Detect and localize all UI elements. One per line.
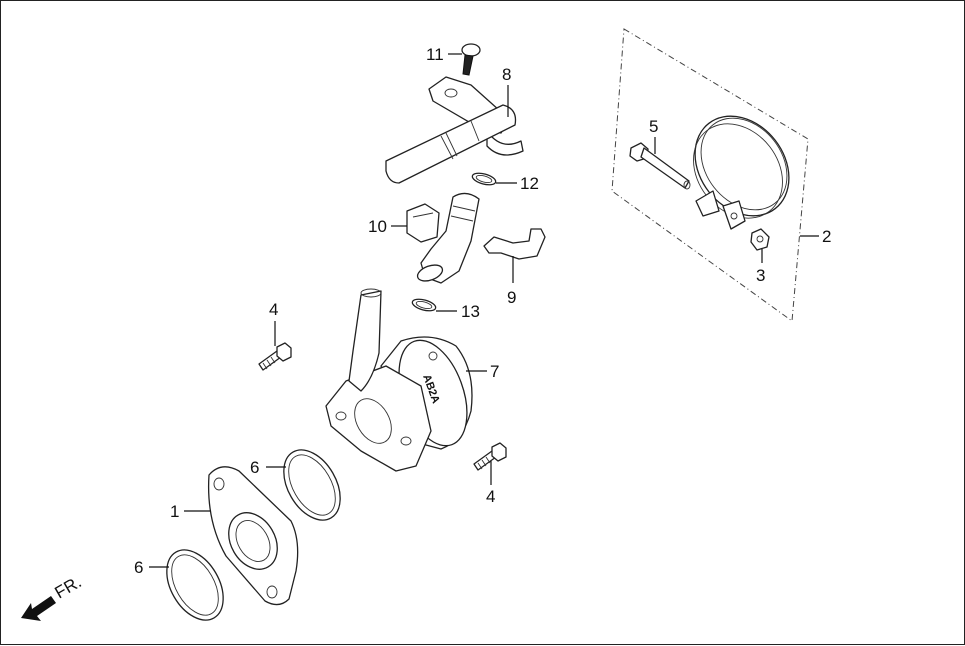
callout-7: 7 <box>490 362 499 381</box>
front-direction-indicator: FR. <box>21 572 85 621</box>
callouts: 11 8 12 10 9 13 7 4 4 6 1 6 5 3 2 <box>134 45 831 577</box>
bolt-4-lower <box>473 442 507 471</box>
callout-2: 2 <box>822 227 831 246</box>
front-label: FR. <box>52 572 85 602</box>
front-arrow-icon <box>21 596 56 621</box>
callout-11: 11 <box>426 45 444 64</box>
callout-6-lower: 6 <box>134 558 143 577</box>
fuel-injector <box>406 192 480 284</box>
o-ring-6-lower <box>166 549 224 621</box>
callout-4-lower: 4 <box>486 487 495 506</box>
clamp-bolt <box>629 142 691 190</box>
o-ring-12 <box>471 172 497 186</box>
bolt-4-upper <box>258 342 292 371</box>
injector-clip <box>483 228 546 260</box>
o-ring-6-upper <box>283 449 341 521</box>
clamp-band <box>693 115 790 230</box>
clamp-assembly-group <box>611 28 809 322</box>
o-ring-13 <box>411 298 437 312</box>
insulator-flange <box>207 466 299 606</box>
square-nut <box>750 228 770 251</box>
callout-10: 10 <box>368 217 387 236</box>
leader-lines <box>149 53 819 568</box>
throttle-body: AB2A <box>325 288 473 472</box>
callout-8: 8 <box>502 65 511 84</box>
callout-5: 5 <box>649 117 658 136</box>
callout-1: 1 <box>170 502 179 521</box>
fuel-rail-cap <box>385 76 524 184</box>
callout-3: 3 <box>756 266 765 285</box>
screw-11 <box>461 43 481 76</box>
callout-6-upper: 6 <box>250 458 259 477</box>
callout-4-upper: 4 <box>269 300 278 319</box>
callout-9: 9 <box>507 288 516 307</box>
callout-13: 13 <box>461 302 480 321</box>
callout-12: 12 <box>520 174 539 193</box>
